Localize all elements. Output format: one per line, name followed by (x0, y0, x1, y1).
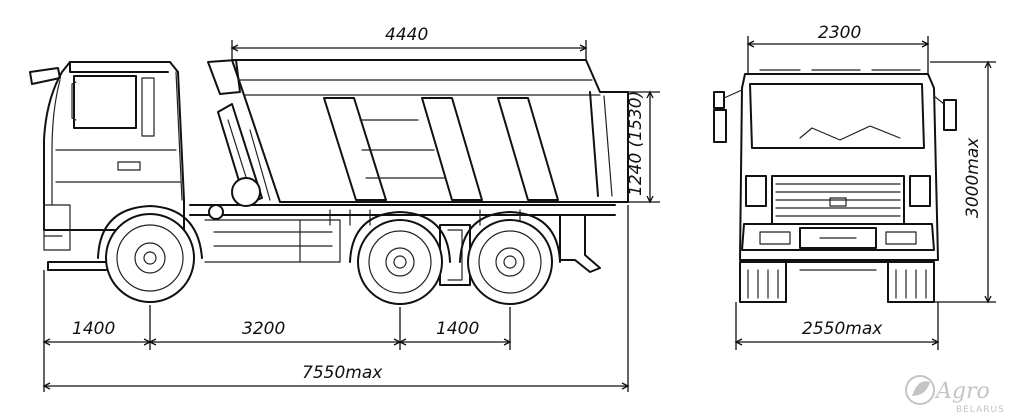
side-mirrors (713, 89, 957, 143)
chassis-frame (189, 204, 616, 286)
dimension-overall-height (930, 60, 996, 304)
front-view: 2300 3000max 2550max (713, 23, 996, 350)
dimension-label-body-width: 2300 (818, 23, 861, 43)
last-rear-wheel (459, 211, 561, 305)
logo-brand: Agro (934, 379, 990, 404)
dimension-label-wheelbase: 3200 (242, 319, 285, 339)
dimension-label-body-height: 1240 (1530) (626, 91, 646, 196)
hydraulic-cylinder (207, 59, 263, 220)
dimension-body-width (746, 36, 930, 74)
front-wheel (97, 205, 203, 303)
middle-rear-wheel (349, 211, 451, 305)
front-cab (739, 69, 939, 261)
dimension-label-rear-axle-spacing: 1400 (436, 319, 479, 339)
dimension-row-axles (42, 338, 512, 346)
logo-region: BELARUS (956, 405, 1005, 415)
dimension-overall-width (734, 302, 940, 350)
side-view: 4440 1240 (1530) 1400 (29, 25, 660, 392)
dimension-overall-length (42, 382, 630, 390)
dimension-label-overall-length: 7550max (302, 363, 383, 383)
dimension-label-overall-width: 2550max (802, 319, 883, 339)
dimension-label-overall-height: 3000max (963, 137, 983, 218)
dimension-label-front-overhang: 1400 (72, 319, 115, 339)
logo-leaf-icon (905, 375, 935, 405)
dump-body (231, 59, 629, 203)
agro-belarus-logo: Agro BELARUS (905, 375, 1005, 415)
dimension-label-body-length: 4440 (385, 25, 428, 45)
front-tyres (739, 261, 935, 303)
dimension-body-height (600, 90, 660, 204)
dimension-body-length (230, 40, 588, 60)
logo-leaf-shape (912, 381, 930, 396)
